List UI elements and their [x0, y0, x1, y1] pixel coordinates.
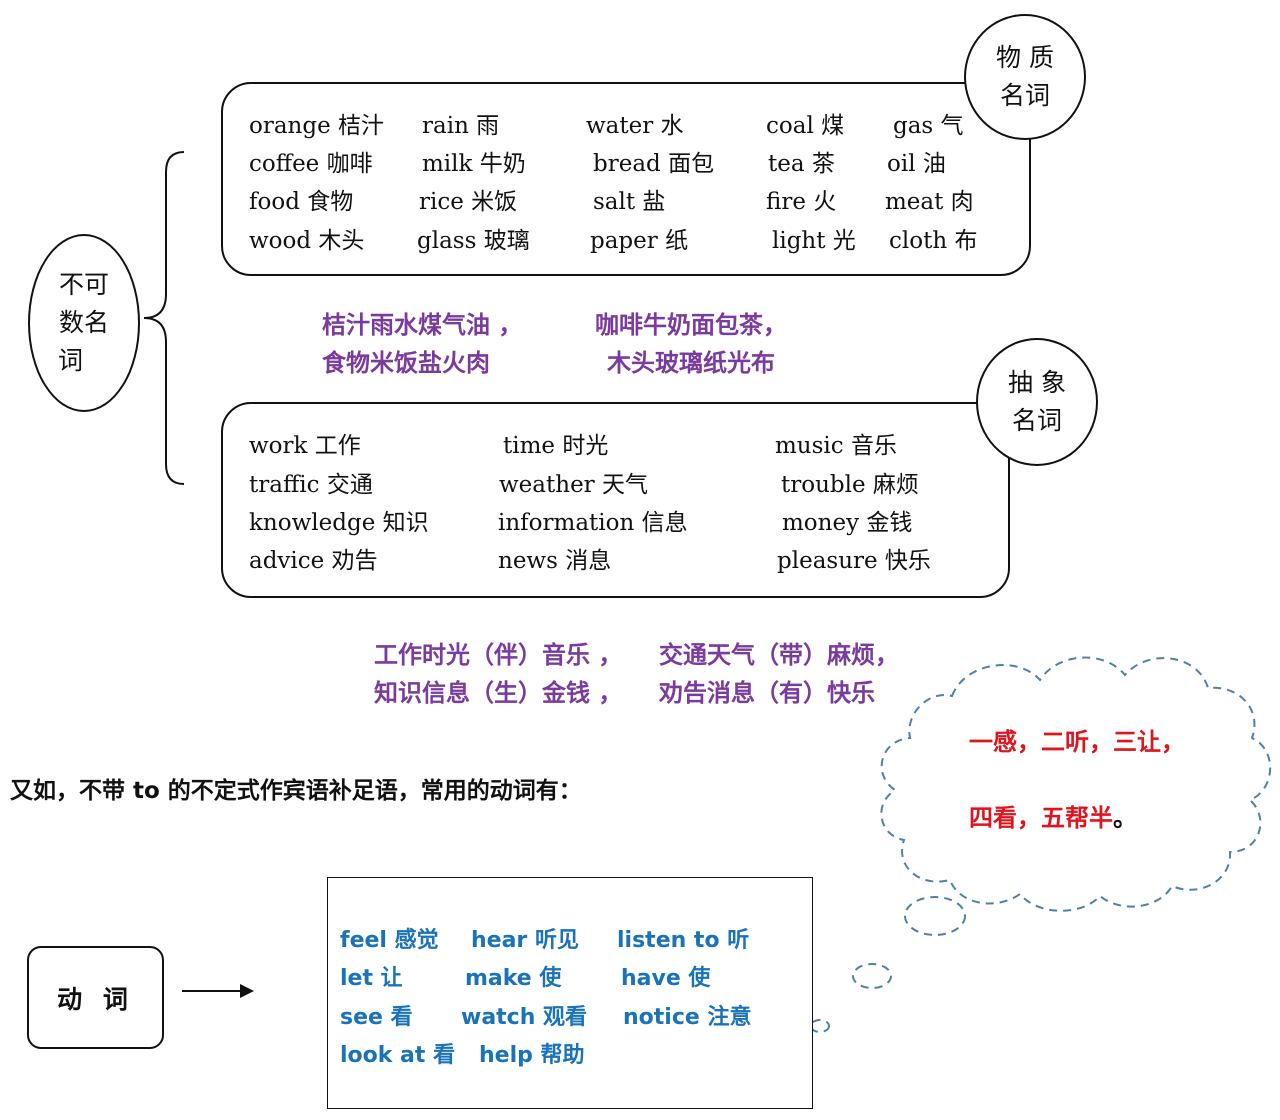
verb-item: notice 注意 [623, 1005, 752, 1030]
material-word: meat 肉 [885, 189, 974, 215]
material-word: paper 纸 [590, 228, 689, 254]
cloud-text-line1: 一感，二听，三让， [969, 728, 1185, 756]
verb-item: help 帮助 [479, 1043, 585, 1068]
material-word: salt 盐 [593, 189, 666, 215]
abstract-word: music 音乐 [775, 433, 897, 459]
material-mnemonic-line: 木头玻璃纸光布 [607, 349, 775, 377]
cloud-text-line2-main: 四看，五帮半 [969, 804, 1113, 832]
abstract-mnemonic-line: 工作时光（伴）音乐 ， [374, 641, 623, 669]
verb-item: let 让 [340, 966, 403, 991]
verb-item: listen to 听 [617, 928, 750, 953]
material-word: wood 木头 [249, 228, 365, 254]
verb-item: have 使 [621, 966, 711, 991]
verb-item: feel 感觉 [340, 928, 439, 953]
abstract-word: traffic 交通 [249, 472, 373, 498]
material-word: light 光 [772, 228, 856, 254]
uncountable-label-line3: 词 [58, 346, 84, 375]
abstract-mnemonic-line: 知识信息（生）金钱 ， [374, 679, 623, 707]
abstract-mnemonic-line: 交通天气（带）麻烦， [659, 641, 899, 669]
material-word: coffee 咖啡 [249, 151, 373, 177]
material-word: tea 茶 [768, 151, 835, 177]
verb-label-box: 动 词 [27, 946, 164, 1049]
material-word: coal 煤 [766, 113, 845, 139]
material-word: cloth 布 [889, 228, 978, 254]
uncountable-label-line1: 不可 [58, 270, 109, 299]
material-word: gas 气 [893, 113, 964, 139]
abstract-word: time 时光 [503, 433, 609, 459]
material-word: orange 桔汁 [249, 113, 385, 139]
abstract-tag-line1: 抽 象 [1008, 368, 1066, 397]
arrow-right-icon [182, 984, 254, 998]
material-word: fire 火 [766, 189, 837, 215]
material-tag-line2: 名词 [999, 81, 1050, 110]
thought-cloud [810, 656, 1272, 1033]
abstract-word: trouble 麻烦 [781, 472, 919, 498]
material-word: oil 油 [887, 151, 946, 177]
verb-item: look at 看 [340, 1043, 456, 1068]
abstract-word: news 消息 [498, 548, 612, 574]
material-mnemonic-line: 咖啡牛奶面包茶， [595, 311, 787, 339]
material-word: food 食物 [249, 189, 354, 215]
material-mnemonic-line: 食物米饭盐火肉 [322, 349, 490, 377]
abstract-word: advice 劝告 [249, 548, 378, 574]
abstract-word: pleasure 快乐 [777, 548, 931, 574]
material-nouns-tag: 物 质 名词 [964, 14, 1086, 140]
abstract-nouns-box [221, 402, 1010, 598]
verbs-box [327, 877, 813, 1109]
abstract-word: information 信息 [498, 510, 688, 536]
uncountable-label-line2: 数名 [58, 308, 109, 337]
uncountable-noun-label: 不可 数名 词 [28, 234, 140, 412]
abstract-mnemonic-line: 劝告消息（有）快乐 [659, 679, 875, 707]
abstract-word: weather 天气 [499, 472, 648, 498]
material-tag-line1: 物 质 [996, 43, 1054, 72]
verb-label: 动 词 [57, 984, 134, 1014]
abstract-word: work 工作 [249, 433, 361, 459]
material-word: water 水 [586, 113, 684, 139]
material-word: rain 雨 [422, 113, 500, 139]
material-word: rice 米饭 [419, 189, 518, 215]
verb-item: hear 听见 [471, 928, 579, 953]
abstract-word: knowledge 知识 [249, 510, 429, 536]
material-word: bread 面包 [593, 151, 715, 177]
brace-connector [143, 151, 185, 485]
abstract-nouns-tag: 抽 象 名词 [976, 338, 1098, 466]
material-nouns-box [221, 82, 1031, 276]
cloud-text-line2-end: 。 [1113, 804, 1137, 832]
infinitive-heading: 又如，不带 to 的不定式作宾语补足语，常用的动词有： [10, 778, 582, 804]
cloud-text-line2: 四看，五帮半。 [969, 798, 1137, 833]
verb-item: see 看 [340, 1005, 413, 1030]
abstract-tag-line2: 名词 [1011, 406, 1062, 435]
material-word: milk 牛奶 [422, 151, 526, 177]
verb-item: watch 观看 [461, 1005, 588, 1030]
verb-item: make 使 [465, 966, 562, 991]
material-word: glass 玻璃 [417, 228, 530, 254]
abstract-word: money 金钱 [782, 510, 913, 536]
material-mnemonic-line: 桔汁雨水煤气油 ， [322, 311, 523, 339]
